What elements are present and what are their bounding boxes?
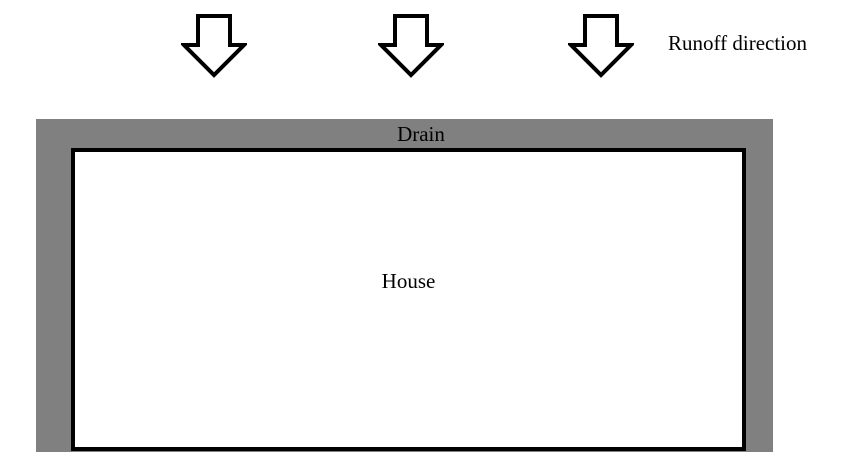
down-arrow-icon <box>378 14 444 78</box>
house-box: House <box>71 148 746 451</box>
down-arrow-icon <box>568 14 634 78</box>
house-label: House <box>381 269 436 293</box>
runoff-direction-label: Runoff direction <box>668 31 808 55</box>
down-arrow-icon <box>181 14 247 78</box>
drain-label: Drain <box>397 122 445 146</box>
